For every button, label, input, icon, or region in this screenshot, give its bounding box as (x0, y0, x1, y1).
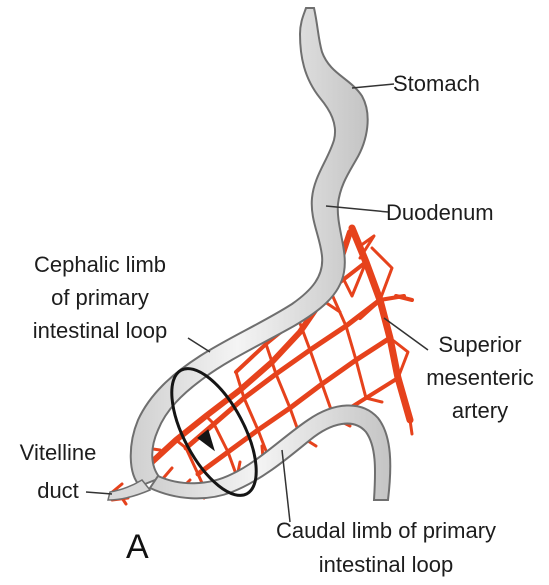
label-vitelline-line-2: duct (8, 478, 108, 504)
label-vitelline-duct: Vitelline duct (8, 440, 108, 504)
label-cephalic-limb-line-2: of primary (4, 285, 196, 311)
label-stomach: Stomach (393, 71, 480, 97)
label-cephalic-limb-line-1: Cephalic limb (4, 252, 196, 278)
panel-letter: A (126, 528, 149, 566)
label-vitelline-line-1: Vitelline (8, 440, 108, 466)
label-sma-line-1: Superior (416, 332, 544, 358)
label-duodenum: Duodenum (386, 200, 494, 226)
label-caudal-line-2: intestinal loop (236, 552, 536, 578)
label-sma-line-2: mesenteric (416, 365, 544, 391)
label-sma-line-3: artery (416, 398, 544, 424)
label-cephalic-limb: Cephalic limb of primary intestinal loop (4, 252, 196, 344)
label-caudal-limb: Caudal limb of primary intestinal loop (236, 518, 536, 578)
label-superior-mesenteric-artery: Superior mesenteric artery (416, 332, 544, 424)
label-caudal-line-1: Caudal limb of primary (236, 518, 536, 544)
label-cephalic-limb-line-3: intestinal loop (4, 318, 196, 344)
